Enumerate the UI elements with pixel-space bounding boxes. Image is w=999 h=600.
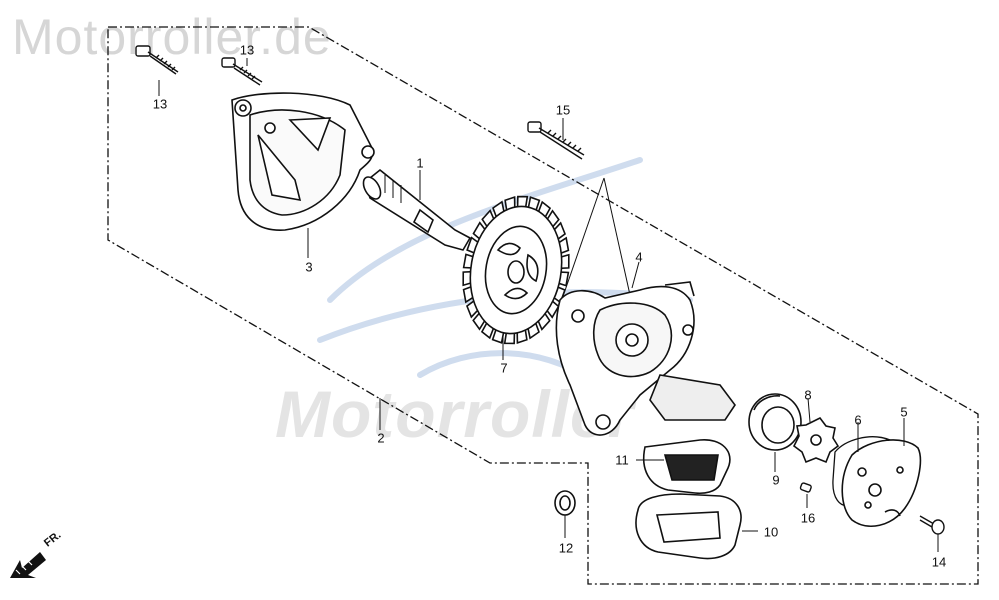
- callout-16: 16: [800, 510, 816, 526]
- assembly-boundary: [107, 26, 979, 585]
- callout-3: 3: [305, 259, 313, 275]
- bolt-13-right: [221, 57, 263, 86]
- o-ring: [554, 490, 576, 516]
- callout-8: 8: [804, 387, 812, 403]
- callout-15: 15: [555, 102, 571, 118]
- watermark-top: Motorroller.de: [12, 9, 332, 65]
- callout-1: 1: [416, 155, 424, 171]
- bolt-13-left: [135, 45, 179, 75]
- inner-rotor: [792, 416, 840, 464]
- pump-shaft: [362, 168, 472, 251]
- callout-5: 5: [900, 404, 908, 420]
- dowel-pin: [799, 482, 812, 493]
- callout-10: 10: [763, 524, 779, 540]
- callout-2: 2: [377, 430, 385, 446]
- callout-6: 6: [854, 412, 862, 428]
- callout-9: 9: [772, 472, 780, 488]
- strainer-seal: [635, 493, 742, 560]
- screw-14: [919, 515, 945, 535]
- callout-11: 11: [615, 452, 629, 468]
- outer-rotor: [748, 393, 802, 451]
- long-bolt-15: [527, 121, 631, 306]
- front-direction-arrow: [10, 552, 46, 578]
- callout-7: 7: [500, 360, 508, 376]
- pump-cover: [231, 92, 375, 231]
- pump-body: [555, 281, 736, 436]
- callout-4: 4: [635, 249, 643, 265]
- callout-13-right: 13: [239, 42, 255, 58]
- callout-12: 12: [558, 540, 574, 556]
- driven-sprocket: [462, 195, 570, 345]
- callout-13-left: 13: [152, 96, 168, 112]
- oil-strainer: [643, 439, 731, 495]
- callout-14: 14: [931, 554, 947, 570]
- end-cover: [841, 439, 922, 528]
- leader-lines: [158, 58, 939, 552]
